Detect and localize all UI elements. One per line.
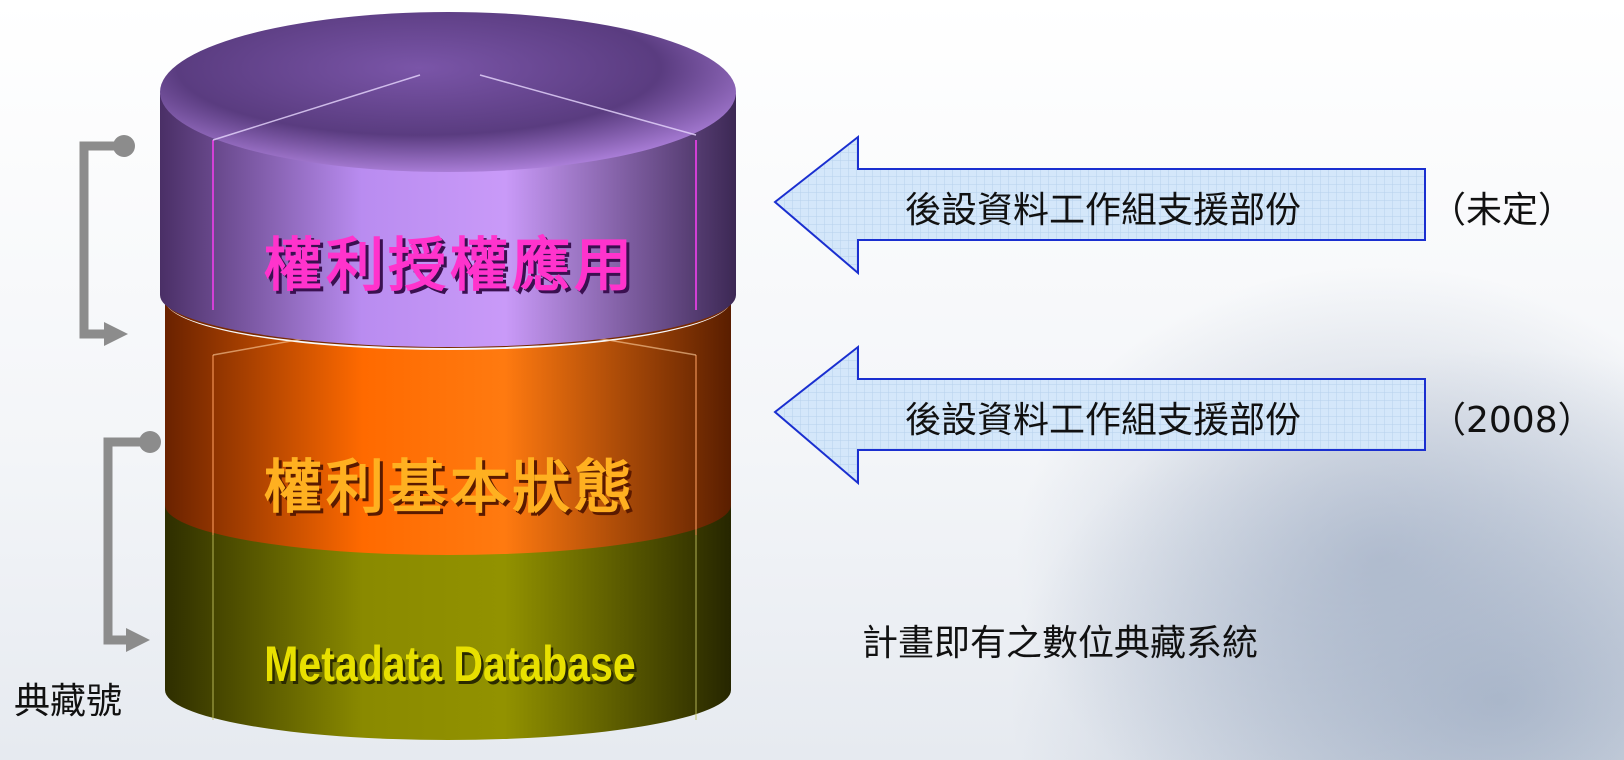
arrow-1-text: 後設資料工作組支援部份 (905, 190, 1302, 231)
connector-bottom (103, 431, 161, 652)
side-label: 典藏號 (14, 681, 123, 722)
top-layer-label: 權利授權應用 (263, 231, 636, 299)
middle-layer-label: 權利基本狀態 (263, 453, 636, 521)
connector-top (79, 135, 135, 346)
system-note: 計畫即有之數位典藏系統 (862, 623, 1259, 664)
arrow-2-status: （2008） (1430, 400, 1594, 441)
arrow-1 (773, 134, 1426, 276)
bottom-layer-label: Metadata Database (264, 636, 636, 692)
arrow-2 (773, 344, 1426, 486)
arrow-1-status: （未定） (1430, 190, 1575, 231)
arrow-2-text: 後設資料工作組支援部份 (905, 400, 1302, 441)
top-cylinder (160, 12, 736, 347)
